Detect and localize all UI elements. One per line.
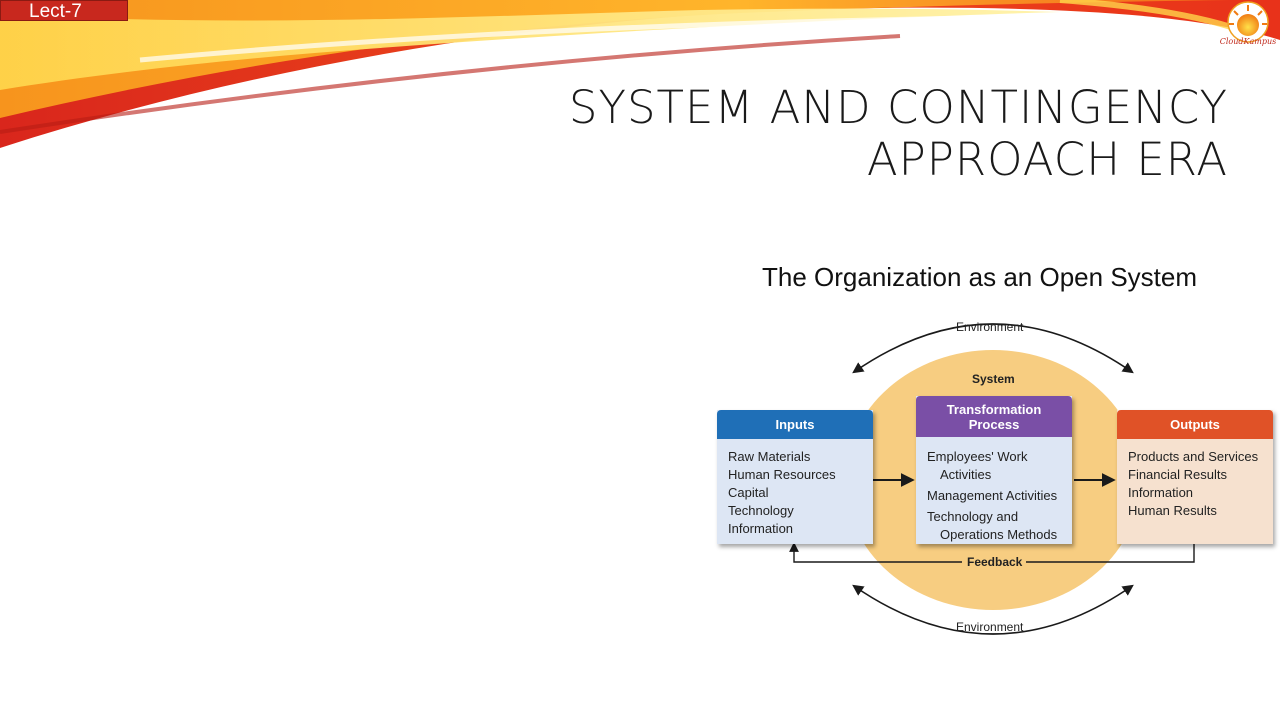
inputs-header: Inputs [717, 410, 873, 439]
list-item: Technology and [927, 509, 1019, 524]
slide-title-line: APPROACH ERA [866, 133, 1228, 186]
svg-text:CloudKampus: CloudKampus [1220, 37, 1276, 46]
diagram-title: The Organization as an Open System [762, 262, 1198, 292]
outputs-header: Outputs [1117, 410, 1273, 439]
system-label: System [972, 372, 1015, 386]
list-item: Management Activities [927, 488, 1058, 503]
list-item: Activities [940, 467, 992, 482]
list-item: Raw Materials [728, 449, 811, 464]
list-item: Products and Services [1128, 449, 1259, 464]
list-item: Financial Results [1128, 467, 1227, 482]
list-item: Information [1128, 485, 1194, 500]
transformation-header: Transformation Process [916, 396, 1072, 437]
list-item: Operations Methods [940, 527, 1058, 542]
open-system-diagram: Environment Environment System Feedback … [700, 310, 1280, 650]
feedback-label: Feedback [967, 555, 1023, 569]
cloudkampus-logo: CloudKampus [1218, 0, 1278, 50]
decorative-swoosh [0, 0, 1280, 148]
outputs-box: Outputs Products and Services Financial … [1117, 410, 1273, 544]
slide-title: SYSTEM AND CONTINGENCY APPROACH ERA [569, 82, 1228, 186]
environment-arrow-bottom [852, 584, 1134, 635]
list-item: Information [728, 521, 794, 536]
environment-arrow-top [852, 323, 1134, 374]
list-item: Capital [728, 485, 769, 500]
transformation-box: Transformation Process Employees' Work A… [916, 396, 1072, 544]
list-item: Human Resources [728, 467, 836, 482]
environment-label-bottom: Environment [956, 620, 1024, 634]
environment-label-top: Environment [956, 320, 1024, 334]
transformation-header-line: Process [968, 416, 1020, 432]
list-item: Technology [728, 503, 794, 518]
list-item: Human Results [1128, 503, 1217, 518]
lecture-tag: Lect-7 [0, 0, 128, 22]
list-item: Employees' Work [927, 449, 1028, 464]
transformation-header-line: Transformation [946, 401, 1042, 417]
inputs-box: Inputs Raw Materials Human Resources Cap… [717, 410, 873, 544]
slide-title-line: SYSTEM AND CONTINGENCY [568, 81, 1228, 134]
